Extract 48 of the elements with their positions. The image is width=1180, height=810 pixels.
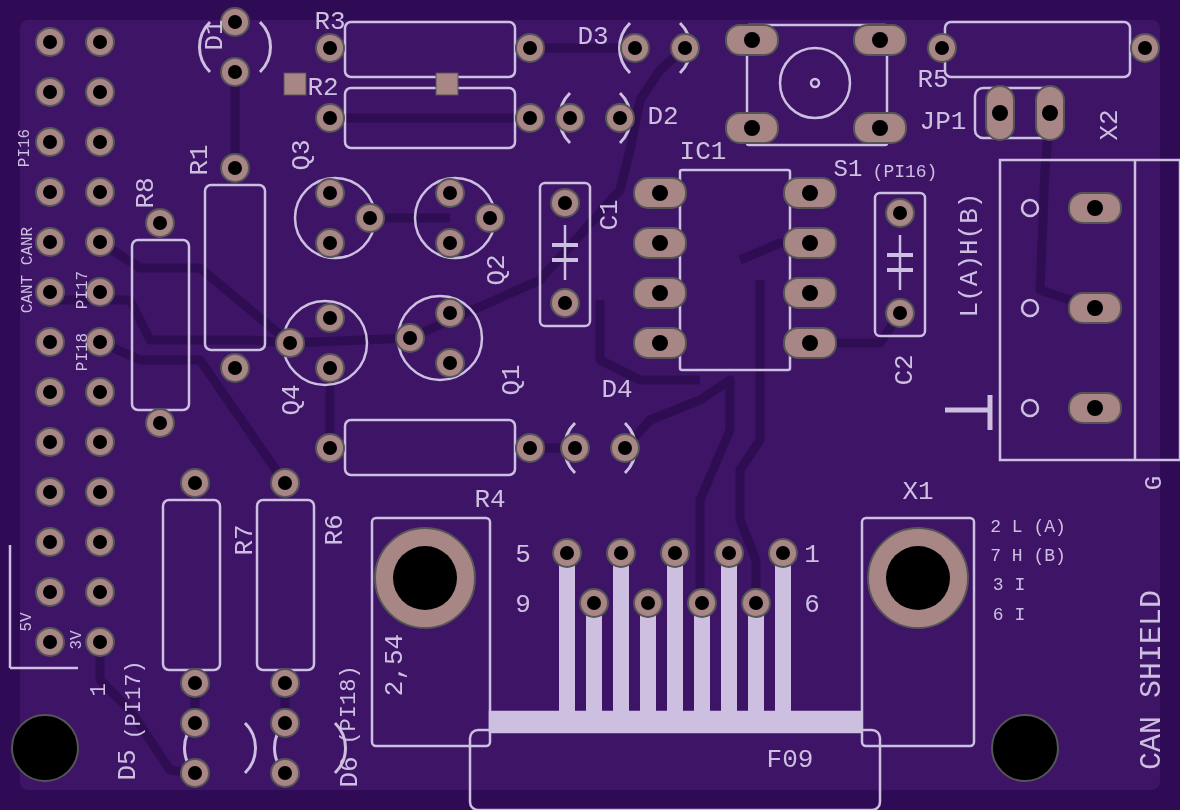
part-label: Q4 [279, 384, 305, 416]
pin-number: 5 [515, 542, 531, 568]
pin-assignment: 6 I [992, 606, 1026, 624]
pin-assignment: 2 L (A) [990, 518, 1066, 536]
part-label: IC1 [679, 139, 727, 165]
part-label: D5 [115, 749, 141, 781]
part-label: D3 [577, 24, 609, 50]
part-label: R6 [322, 514, 348, 546]
pin-number: 6 [804, 592, 820, 618]
connector-type-label: F09 [766, 747, 814, 773]
part-label: R8 [133, 177, 159, 209]
voltage-label: 5V [19, 612, 35, 632]
part-label: Q3 [289, 139, 315, 171]
pitch-dimension: 2,54 [382, 633, 408, 697]
signal-name: L(A)H(B) [957, 192, 983, 318]
part-label: C1 [597, 199, 623, 231]
part-label: R2 [307, 75, 339, 101]
part-label: X1 [902, 479, 934, 505]
part-label: D6 [337, 756, 363, 788]
signal-name: G [1143, 475, 1167, 491]
part-label: C2 [892, 354, 918, 386]
signal-name: PI16 [17, 128, 33, 168]
signal-name: (PI18) [339, 665, 361, 745]
pin-number: 1 [804, 542, 820, 568]
signal-name: (PI17) [124, 660, 146, 740]
part-label: D4 [601, 377, 633, 403]
part-label: R7 [232, 524, 258, 556]
signal-name: PI17 [75, 270, 91, 310]
signal-name: (PI16) [872, 163, 938, 181]
pin-number: 1 [89, 683, 111, 697]
part-label: R5 [917, 67, 949, 93]
pin-number: 9 [515, 592, 531, 618]
signal-name: CANT CANR [20, 226, 36, 314]
pin-assignment: 7 H (B) [990, 547, 1066, 565]
part-label: R3 [314, 9, 346, 35]
part-label: R1 [187, 144, 213, 176]
part-label: X2 [1097, 109, 1123, 141]
signal-name: PI18 [75, 332, 91, 372]
part-label: JP1 [919, 109, 967, 135]
part-label: D1 [202, 19, 228, 51]
board-title: CAN SHIELD [1137, 590, 1167, 770]
part-label: Q2 [484, 254, 510, 286]
part-label: R4 [474, 487, 506, 513]
part-label: S1 [833, 158, 863, 182]
part-label: Q1 [499, 364, 525, 396]
voltage-label: 3V [69, 630, 85, 650]
pin-assignment: 3 I [992, 576, 1026, 594]
part-label: D2 [647, 104, 679, 130]
